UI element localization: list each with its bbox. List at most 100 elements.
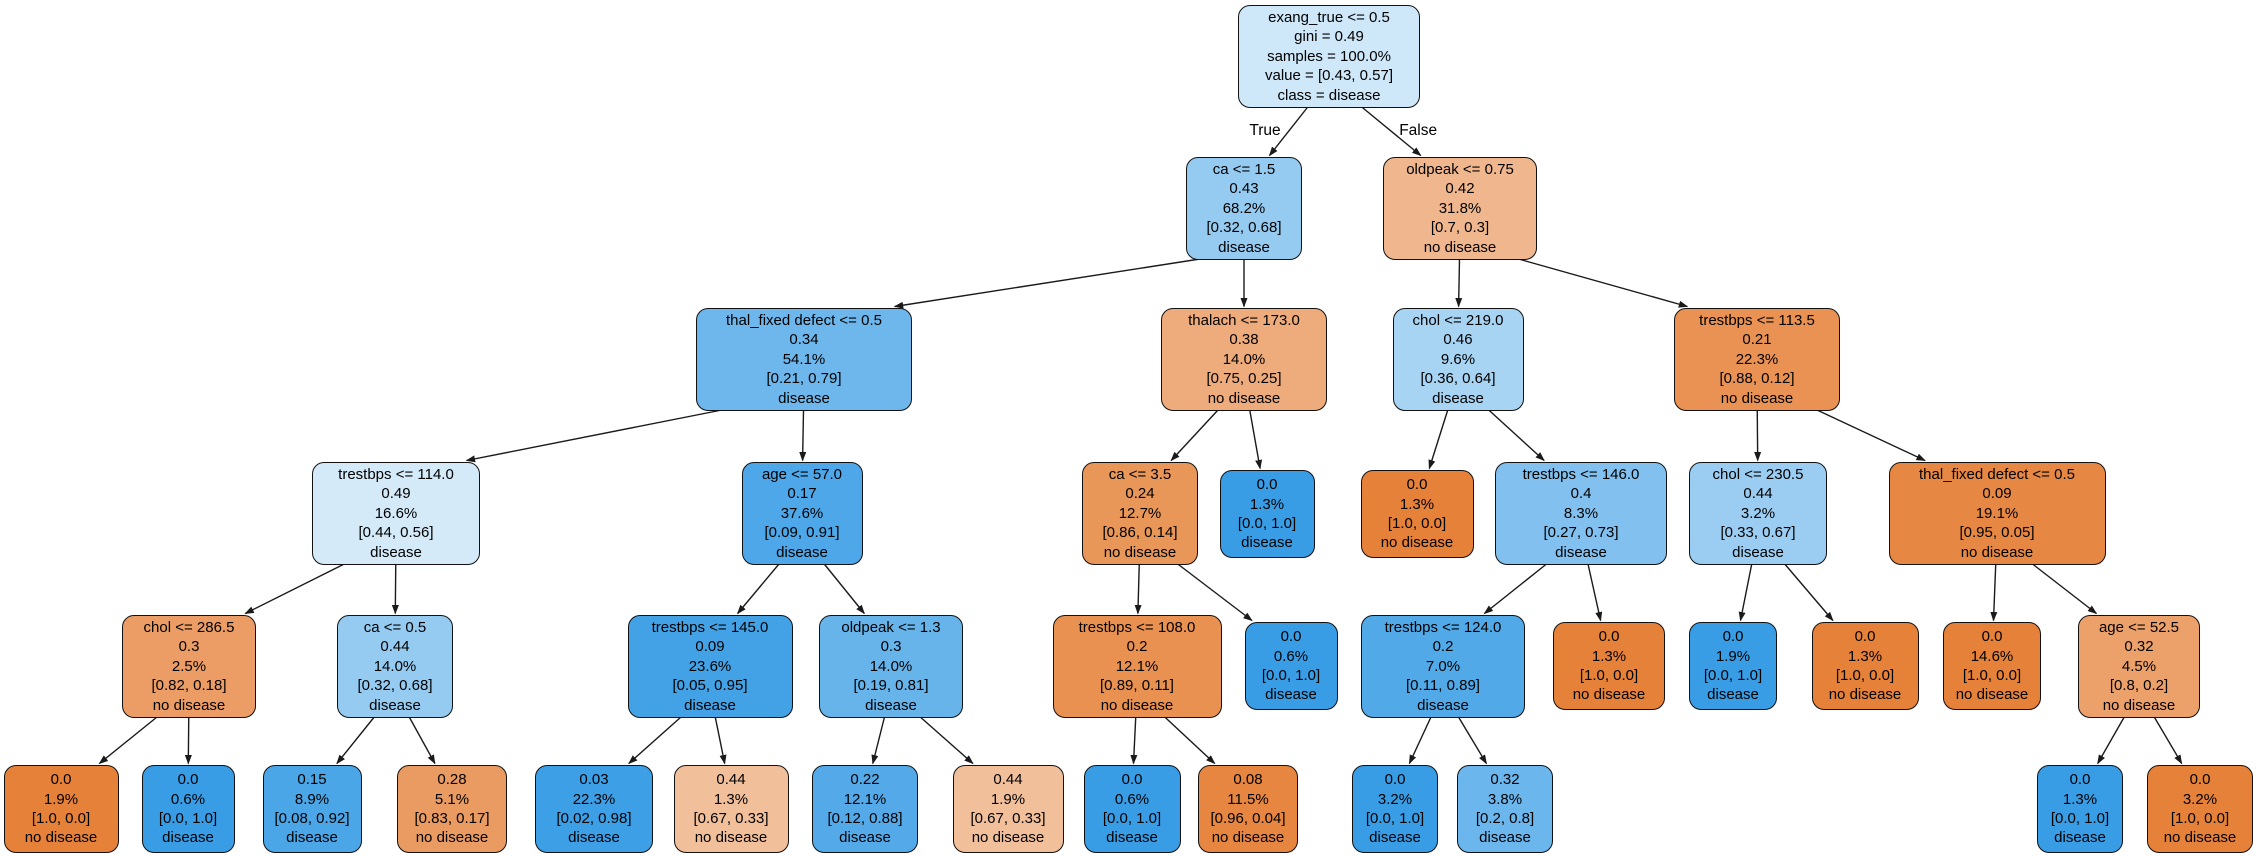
node-line: [1.0, 0.0] xyxy=(1962,667,2022,684)
tree-edge xyxy=(714,716,727,765)
node-line: disease xyxy=(1369,829,1421,847)
node-line: [0.88, 0.12] xyxy=(1719,370,1795,388)
node-line: 0.3 xyxy=(178,638,200,656)
node-line: 14.0% xyxy=(1222,350,1266,368)
node-line: [0.32, 0.68] xyxy=(1206,219,1282,237)
node-line: 1.9% xyxy=(990,790,1026,808)
node-line: disease xyxy=(684,696,736,714)
node-line: 0.22 xyxy=(850,771,880,789)
node-line: no disease xyxy=(1207,389,1281,407)
node-line: 12.1% xyxy=(1115,657,1159,675)
node-line: [0.33, 0.67] xyxy=(1720,524,1796,542)
node-line: no disease xyxy=(1828,686,1902,704)
tree-edge xyxy=(1455,258,1463,308)
node-line: 0.32 xyxy=(1490,771,1520,789)
node-line: 0.0 xyxy=(50,771,72,789)
node-line: 0.3 xyxy=(880,638,902,656)
tree-edge xyxy=(1170,409,1219,462)
node-line: no disease xyxy=(1720,389,1794,407)
node-line: 1.3% xyxy=(2062,790,2098,808)
node-line: 0.15 xyxy=(297,771,327,789)
node-line: 1.3% xyxy=(1591,647,1627,665)
node-line: 68.2% xyxy=(1222,199,1266,217)
node-line: disease xyxy=(286,829,338,847)
node-line: 22.3% xyxy=(572,790,616,808)
node-line: oldpeak <= 1.3 xyxy=(841,618,941,636)
tree-edge xyxy=(1130,716,1138,765)
node-line: [0.09, 0.91] xyxy=(764,524,840,542)
node-line: 14.6% xyxy=(1970,647,2014,665)
node-line: 0.46 xyxy=(1443,331,1473,349)
node-line: [1.0, 0.0] xyxy=(2170,810,2230,827)
tree-edge xyxy=(98,716,158,765)
node-line: no disease xyxy=(152,696,226,714)
node-line: [0.67, 0.33] xyxy=(970,810,1046,827)
node-line: 3.2% xyxy=(1740,504,1776,522)
node-line: disease xyxy=(1265,686,1317,704)
node-line: 0.44 xyxy=(716,771,746,789)
node-line: 37.6% xyxy=(780,504,824,522)
node-line: 0.0 xyxy=(2069,771,2091,789)
node-line: [0.75, 0.25] xyxy=(1206,370,1282,388)
node-line: no disease xyxy=(1103,543,1177,561)
node-line: [0.2, 0.8] xyxy=(1475,810,1535,827)
node-line: [0.02, 0.98] xyxy=(556,810,632,827)
node-line: [0.08, 0.92] xyxy=(274,810,350,827)
node-line: 16.6% xyxy=(374,504,418,522)
node-line: 8.3% xyxy=(1563,504,1599,522)
node-line: [0.21, 0.79] xyxy=(766,370,842,388)
node-line: class = disease xyxy=(1277,86,1381,104)
node-line: [0.86, 0.14] xyxy=(1102,524,1178,542)
node-line: disease xyxy=(2054,829,2106,847)
node-line: [0.27, 0.73] xyxy=(1543,524,1619,542)
node-line: 0.34 xyxy=(789,331,819,349)
node-line: 9.6% xyxy=(1440,350,1476,368)
tree-edge xyxy=(1518,258,1689,308)
node-line: samples = 100.0% xyxy=(1267,47,1391,65)
node-line: [0.89, 0.11] xyxy=(1100,677,1174,695)
node-line: 0.0 xyxy=(1722,628,1744,646)
node-line: thal_fixed defect <= 0.5 xyxy=(1919,465,2075,483)
node-line: 1.9% xyxy=(43,790,79,808)
node-line: 0.21 xyxy=(1742,331,1772,349)
tree-edge xyxy=(336,716,375,765)
node-line: [0.36, 0.64] xyxy=(1420,370,1496,388)
node-line: ca <= 0.5 xyxy=(363,618,427,636)
node-line: [0.05, 0.95] xyxy=(672,677,748,695)
node-line: 0.0 xyxy=(1406,476,1428,494)
node-line: 8.9% xyxy=(294,790,330,808)
tree-edge xyxy=(1457,716,1488,765)
node-line: [0.0, 1.0] xyxy=(1237,515,1297,532)
node-line: 0.6% xyxy=(1114,790,1150,808)
tree-edge xyxy=(893,258,1201,309)
node-line: 0.32 xyxy=(2124,638,2154,656)
node-line: disease xyxy=(778,389,830,407)
node-line: 0.42 xyxy=(1445,180,1475,198)
node-line: 0.2 xyxy=(1432,638,1454,656)
node-line: disease xyxy=(1555,543,1607,561)
node-line: [0.7, 0.3] xyxy=(1430,219,1490,237)
node-line: 0.0 xyxy=(1384,771,1406,789)
node-line: disease xyxy=(1241,534,1293,552)
node-line: 0.0 xyxy=(177,771,199,789)
